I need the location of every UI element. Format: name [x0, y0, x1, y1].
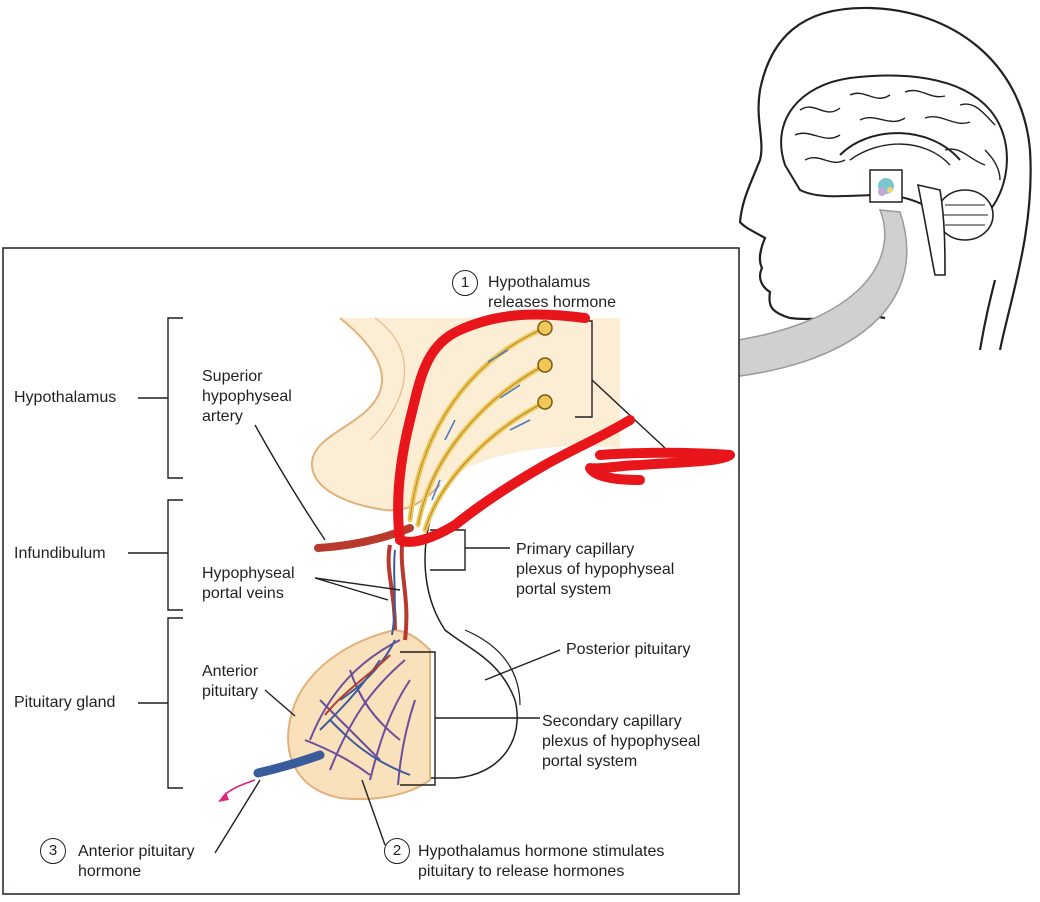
hormone-arrowhead	[218, 792, 229, 802]
step-2-badge: 2	[384, 838, 410, 864]
superior-artery-label: Superior hypophyseal artery	[202, 368, 292, 425]
step-1-label: Hypothalamus releases hormone	[488, 274, 617, 311]
axon-cell-bodies	[537, 320, 553, 410]
hypophyseal-vein	[253, 750, 325, 778]
portal-veins-label: Hypophyseal portal veins	[202, 565, 295, 602]
brain-illustration	[780, 74, 1008, 276]
step-3-badge: 3	[40, 838, 66, 864]
primary-plexus-label: Primary capillary plexus of hypophyseal …	[516, 541, 675, 598]
secondary-plexus-label: Secondary capillary plexus of hypophysea…	[542, 713, 701, 770]
posterior-pituitary-label: Posterior pituitary	[566, 641, 691, 658]
hypothalamus-label: Hypothalamus	[14, 389, 117, 406]
step-3-label: Anterior pituitary hormone	[78, 843, 195, 880]
capillary-network	[304, 639, 416, 786]
head-outline	[738, 6, 1032, 351]
red-annotation	[393, 309, 735, 547]
pituitary-gland-label: Pituitary gland	[14, 694, 116, 711]
anterior-pituitary-label: Anterior pituitary	[202, 663, 259, 700]
infundibulum-label: Infundibulum	[14, 545, 106, 562]
step-2-label: Hypothalamus hormone stimulates pituitar…	[418, 843, 665, 880]
flow-arrows	[431, 349, 531, 501]
step-1-badge: 1	[452, 270, 478, 296]
